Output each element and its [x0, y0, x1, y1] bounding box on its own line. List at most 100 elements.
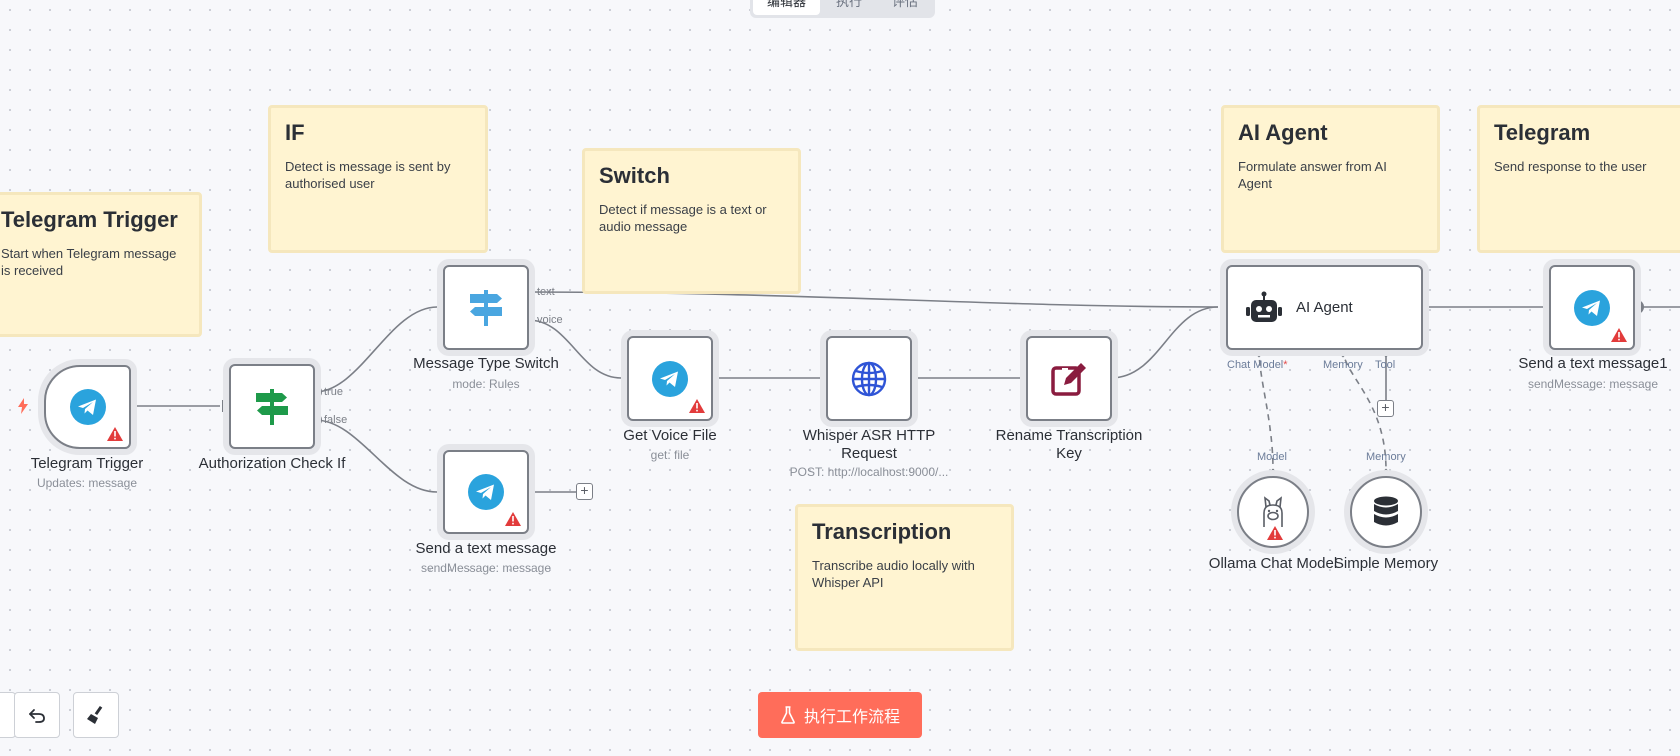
tool-port-label: Tool: [1375, 359, 1396, 371]
node-authorization-check[interactable]: [229, 364, 315, 449]
sticky-if[interactable]: IF Detect is message is sent by authoris…: [268, 105, 488, 253]
database-icon: [1374, 496, 1398, 526]
sticky-title: Transcription: [812, 519, 952, 544]
connection-true-to-switch: [314, 306, 438, 393]
node-simple-memory[interactable]: [1350, 476, 1422, 548]
node-label: Ollama Chat Model: [1208, 555, 1338, 572]
edit-icon: [1051, 362, 1086, 396]
telegram-icon: [1574, 289, 1610, 326]
node-label: Send a text message: [415, 540, 557, 557]
sticky-title: Telegram Trigger: [1, 207, 178, 232]
node-label: Telegram Trigger: [30, 455, 144, 472]
input-port: [222, 400, 228, 412]
switch-signpost-icon: [470, 289, 502, 326]
input-port: [1022, 372, 1028, 384]
telegram-icon: [69, 389, 106, 425]
node-subtitle: sendMessage: message: [420, 561, 552, 575]
node-whisper-http-request[interactable]: [826, 336, 912, 421]
node-telegram-trigger[interactable]: [44, 365, 131, 449]
undo-button[interactable]: [14, 692, 60, 738]
node-label: Rename Transcription Key: [995, 427, 1143, 462]
tidy-up-button[interactable]: [73, 692, 119, 738]
broom-icon: [87, 705, 103, 724]
node-subtitle: POST: http://localhost:9000/...: [789, 465, 949, 479]
sticky-title: Switch: [599, 163, 670, 188]
lightning-icon: [18, 398, 28, 414]
telegram-icon: [468, 474, 504, 510]
sticky-body: Detect is message is sent by authorised …: [285, 159, 451, 191]
globe-icon: [851, 361, 887, 396]
tab-executions[interactable]: 执行: [836, 0, 863, 10]
sticky-telegram[interactable]: Telegram Send response to the user: [1477, 105, 1680, 253]
sticky-body: Transcribe audio locally with Whisper AP…: [812, 558, 975, 590]
view-tabs: 编辑器 执行 评估: [750, 0, 936, 18]
sticky-body: Start when Telegram message is received: [1, 246, 177, 278]
input-port: [439, 486, 445, 498]
node-ai-agent[interactable]: AI Agent: [1226, 265, 1423, 350]
voice-branch-label: voice: [537, 314, 563, 326]
model-port-label: Model: [1257, 451, 1287, 463]
sticky-transcription[interactable]: Transcription Transcribe audio locally w…: [795, 504, 1014, 651]
node-subtitle: Updates: message: [36, 476, 138, 490]
node-label: Send a text message1: [1518, 355, 1668, 372]
node-label: Get Voice File: [623, 427, 717, 444]
run-workflow-label: 执行工作流程: [803, 707, 900, 726]
telegram-icon: [652, 360, 688, 397]
sticky-title: Telegram: [1494, 120, 1591, 145]
flask-icon: [781, 706, 795, 724]
node-ollama-chat-model[interactable]: [1237, 476, 1309, 548]
node-send-text-message[interactable]: [443, 450, 529, 534]
sticky-title: AI Agent: [1238, 120, 1328, 145]
chat-model-port-label: Chat Model*: [1227, 359, 1288, 371]
node-rename-transcription-key[interactable]: [1026, 336, 1112, 421]
warning-icon: [505, 512, 521, 526]
sticky-ai-agent[interactable]: AI Agent Formulate answer from AI Agent: [1221, 105, 1440, 253]
input-port: [439, 301, 445, 313]
input-port: [822, 372, 828, 384]
warning-icon: [1611, 328, 1627, 342]
robot-icon: [1246, 291, 1282, 322]
node-subtitle: sendMessage: message: [1527, 377, 1659, 391]
connection-agent-memory: [1342, 348, 1387, 471]
sticky-body: Detect if message is a text or audio mes…: [599, 202, 767, 234]
memory-sub-port-label: Memory: [1366, 451, 1406, 463]
node-subtitle: get: file: [650, 448, 690, 462]
false-branch-label: false: [324, 414, 348, 426]
connection-text-to-agent: [527, 291, 1219, 308]
node-label: Message Type Switch: [413, 355, 559, 372]
input-port: [623, 372, 629, 384]
node-send-text-message1[interactable]: [1549, 265, 1635, 350]
warning-icon: [1267, 526, 1283, 540]
sticky-switch[interactable]: Switch Detect if message is a text or au…: [582, 148, 801, 294]
connection-false-to-send: [314, 419, 438, 493]
sticky-title: IF: [285, 120, 305, 145]
connection-voice-to-getvoice: [527, 319, 622, 379]
sticky-body: Send response to the user: [1494, 159, 1647, 174]
node-message-type-switch[interactable]: [443, 265, 529, 350]
node-label: Simple Memory: [1333, 555, 1439, 572]
undo-icon: [29, 709, 45, 723]
tab-evaluations[interactable]: 评估: [892, 0, 919, 10]
chat-model-label-text: Chat Model: [1227, 359, 1284, 371]
llama-icon: [1263, 496, 1283, 527]
tab-editor[interactable]: 编辑器: [753, 0, 821, 15]
node-get-voice-file[interactable]: [627, 336, 713, 421]
required-mark: *: [1283, 359, 1288, 371]
memory-port-label: Memory: [1323, 359, 1363, 371]
add-tool-button[interactable]: +: [1377, 400, 1394, 417]
true-branch-label: true: [324, 386, 343, 398]
sticky-body: Formulate answer from AI Agent: [1238, 159, 1387, 191]
signpost-icon: [256, 388, 288, 425]
warning-icon: [689, 399, 705, 413]
node-label: Authorization Check If: [198, 455, 346, 472]
input-port: [1220, 301, 1226, 313]
warning-icon: [107, 427, 123, 441]
text-branch-label: text: [537, 286, 555, 298]
sticky-telegram-trigger[interactable]: Telegram Trigger Start when Telegram mes…: [0, 192, 202, 337]
connection-rename-to-agent: [1110, 306, 1219, 379]
node-label: Whisper ASR HTTP Request: [802, 427, 936, 462]
run-workflow-button[interactable]: 执行工作流程: [758, 692, 922, 738]
add-node-button[interactable]: +: [576, 483, 593, 500]
node-subtitle: mode: Rules: [452, 377, 520, 391]
